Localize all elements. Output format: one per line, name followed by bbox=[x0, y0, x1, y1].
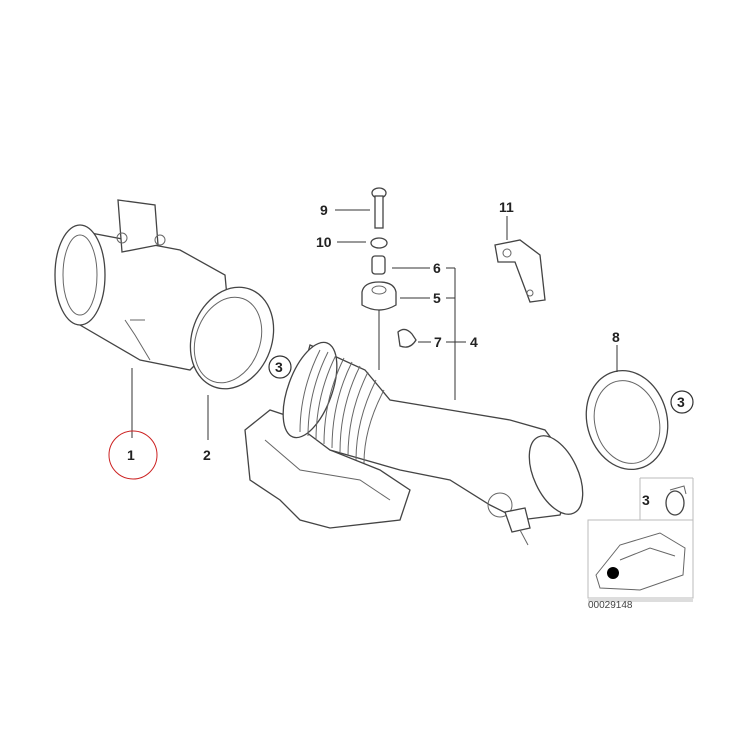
callout-3[interactable]: 3 bbox=[677, 394, 685, 410]
callout-6[interactable]: 6 bbox=[433, 260, 441, 276]
hose-clamp-icon bbox=[665, 490, 685, 516]
clamp-ring-part[interactable] bbox=[575, 361, 678, 478]
location-marker-icon bbox=[607, 567, 619, 579]
intake-hose-part[interactable] bbox=[272, 335, 593, 546]
callout-1[interactable]: 1 bbox=[127, 447, 135, 463]
bracket-part[interactable] bbox=[494, 239, 546, 303]
callout-8[interactable]: 8 bbox=[612, 329, 620, 345]
vehicle-location-inset[interactable] bbox=[587, 519, 694, 599]
seal-ring-part[interactable] bbox=[177, 275, 288, 400]
callout-7[interactable]: 7 bbox=[434, 334, 442, 350]
callout-11[interactable]: 11 bbox=[499, 199, 514, 215]
callout-3-circle bbox=[670, 390, 694, 414]
callout-5[interactable]: 5 bbox=[433, 290, 441, 306]
hose-clamp-inset[interactable]: 3 bbox=[639, 477, 694, 520]
car-outline-icon bbox=[595, 532, 686, 591]
callout-10[interactable]: 10 bbox=[316, 234, 332, 250]
sleeve-part[interactable] bbox=[371, 255, 386, 275]
callout-3: 3 bbox=[642, 492, 650, 508]
callout-4[interactable]: 4 bbox=[470, 334, 478, 350]
highlight-circle bbox=[108, 430, 158, 480]
clip-part[interactable] bbox=[397, 328, 417, 348]
reference-number: 00029148 bbox=[588, 600, 633, 611]
bolt-part[interactable] bbox=[371, 187, 387, 229]
rubber-mount-part[interactable] bbox=[361, 281, 397, 311]
callout-9[interactable]: 9 bbox=[320, 202, 328, 218]
leader-lines bbox=[131, 209, 618, 440]
washer-part[interactable] bbox=[370, 237, 388, 249]
callout-3[interactable]: 3 bbox=[275, 359, 283, 375]
callout-2[interactable]: 2 bbox=[203, 447, 211, 463]
callout-3-circle bbox=[268, 355, 292, 379]
